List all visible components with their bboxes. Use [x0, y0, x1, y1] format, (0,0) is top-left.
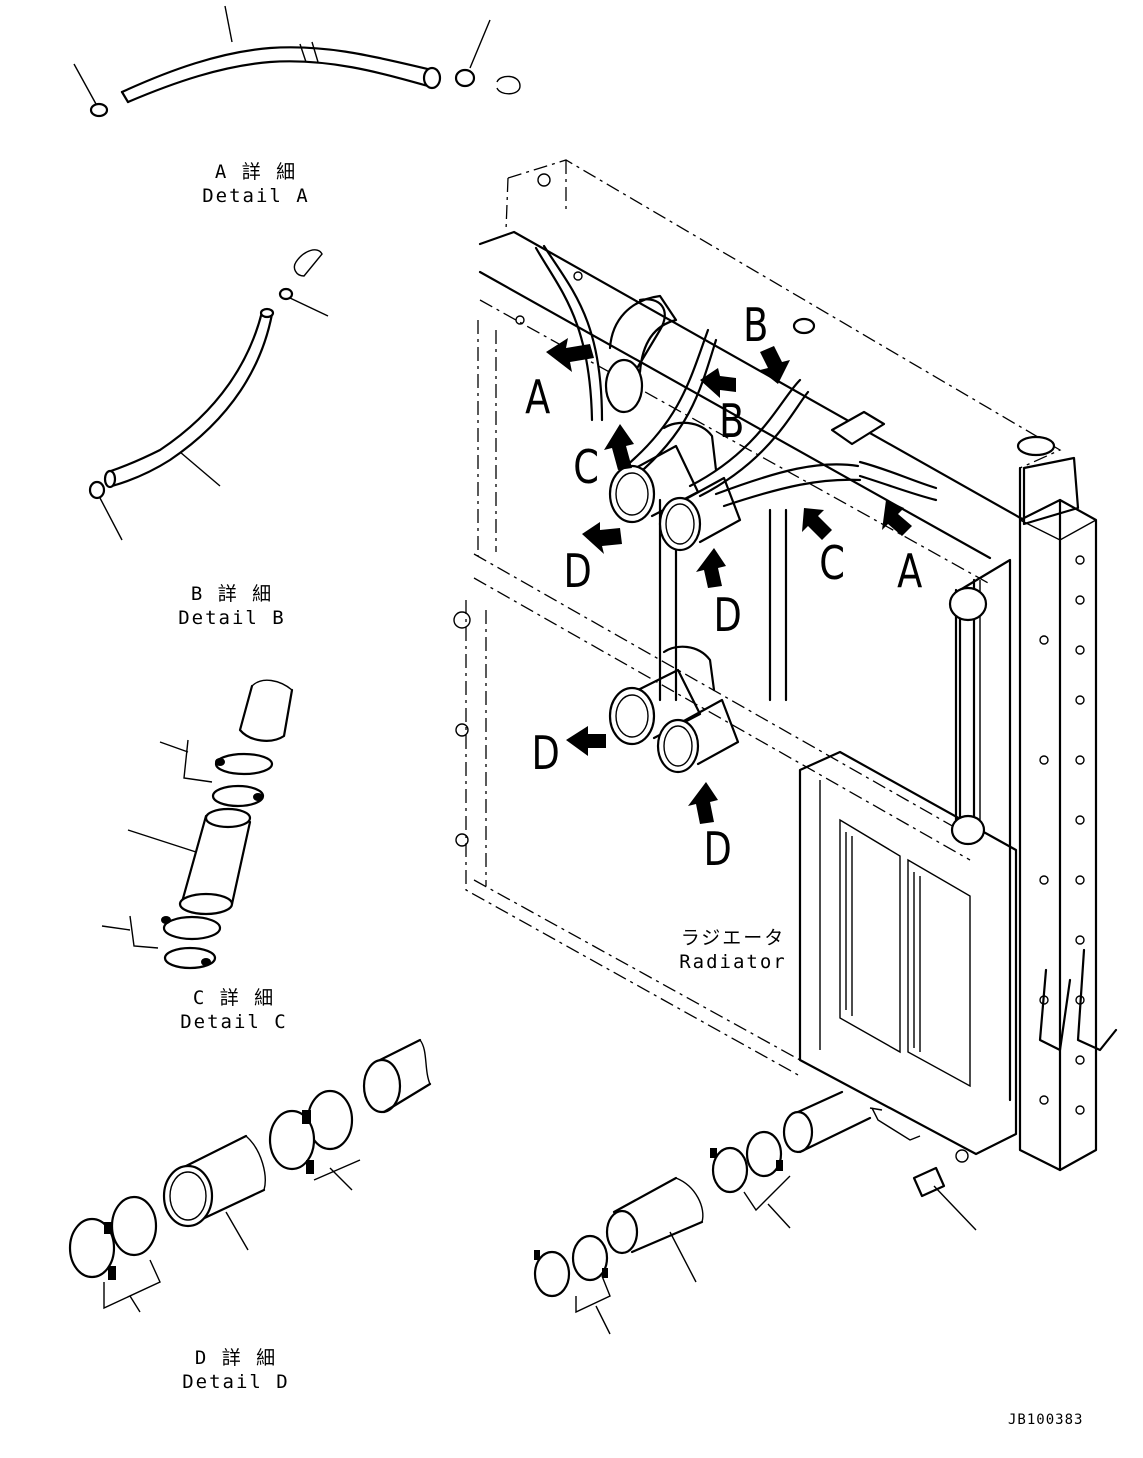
arrow-a-left [546, 338, 594, 372]
detail-c-caption-jp: C 詳 細 [192, 987, 276, 1009]
detail-b-clamp-top [278, 249, 329, 317]
detail-c-pipe-stub [238, 679, 294, 742]
detail-a-clamp-right [454, 19, 521, 95]
callout-b-mid: B [719, 394, 745, 448]
detail-d-right-pipe-stub [782, 1090, 883, 1154]
detail-d-left-clamps-upper [268, 1089, 361, 1191]
arrow-b-upper [760, 346, 790, 384]
detail-b-clamp-bottom [88, 480, 123, 541]
callout-c-right: C [819, 536, 845, 590]
detail-b-caption-jp: B 詳 細 [190, 583, 274, 605]
arrow-d-lower-center [688, 782, 718, 824]
detail-b-hose [103, 307, 275, 489]
detail-b-caption-en: Detail B [178, 607, 286, 629]
detail-c-caption-en: Detail C [180, 1011, 288, 1033]
callout-d-upper-center: D [713, 588, 742, 642]
radiator-label: ラジエータ Radiator [668, 926, 798, 974]
callout-b-top: B [743, 298, 769, 352]
detail-a-caption: A 詳 細 Detail A [196, 160, 316, 208]
detail-d-left-pipe-stub [362, 1038, 432, 1114]
arrow-c-top [604, 424, 634, 470]
drawing-code: JB100383 [1008, 1412, 1084, 1428]
sensor-part [912, 1166, 977, 1231]
detail-a-hose [120, 5, 442, 104]
detail-a-clamp-left [73, 63, 109, 118]
callout-d-upper-left: D [563, 544, 592, 598]
arrow-d-upper-center [696, 548, 726, 588]
detail-a-caption-jp: A 詳 細 [214, 161, 298, 183]
detail-d-caption: D 詳 細 Detail D [176, 1346, 296, 1394]
callout-d-lower-center: D [703, 822, 732, 876]
radiator-label-jp: ラジエータ [680, 927, 786, 949]
callout-arrows [546, 338, 912, 824]
arrow-d-upper-left [582, 522, 622, 554]
detail-d-caption-jp: D 詳 細 [194, 1347, 278, 1369]
arrow-b-lower [700, 368, 736, 398]
arrow-c-right [802, 508, 832, 540]
detail-d-right-hose [605, 1176, 704, 1283]
detail-d-left-hose [162, 1134, 266, 1251]
callout-c-left: C [573, 440, 599, 494]
detail-d-left-clamps-lower [68, 1195, 161, 1313]
detail-c-clamps-upper [159, 739, 274, 808]
detail-c-hose [127, 807, 252, 916]
detail-c-caption: C 詳 細 Detail C [174, 986, 294, 1034]
callout-a-right: A [897, 544, 923, 598]
detail-b-caption: B 詳 細 Detail B [172, 582, 292, 630]
callout-a-left: A [525, 370, 551, 424]
detail-c-clamps-lower [101, 915, 222, 970]
callout-d-lower-left: D [531, 726, 560, 780]
detail-d-caption-en: Detail D [182, 1371, 290, 1393]
radiator-assembly [453, 159, 1118, 1172]
detail-d-right-clamps-lower [533, 1234, 611, 1335]
arrow-a-right [882, 500, 912, 536]
detail-a-caption-en: Detail A [202, 185, 310, 207]
arrow-d-lower-left [566, 726, 606, 756]
detail-d-right-clamps-upper [710, 1130, 791, 1229]
radiator-label-en: Radiator [679, 951, 787, 973]
